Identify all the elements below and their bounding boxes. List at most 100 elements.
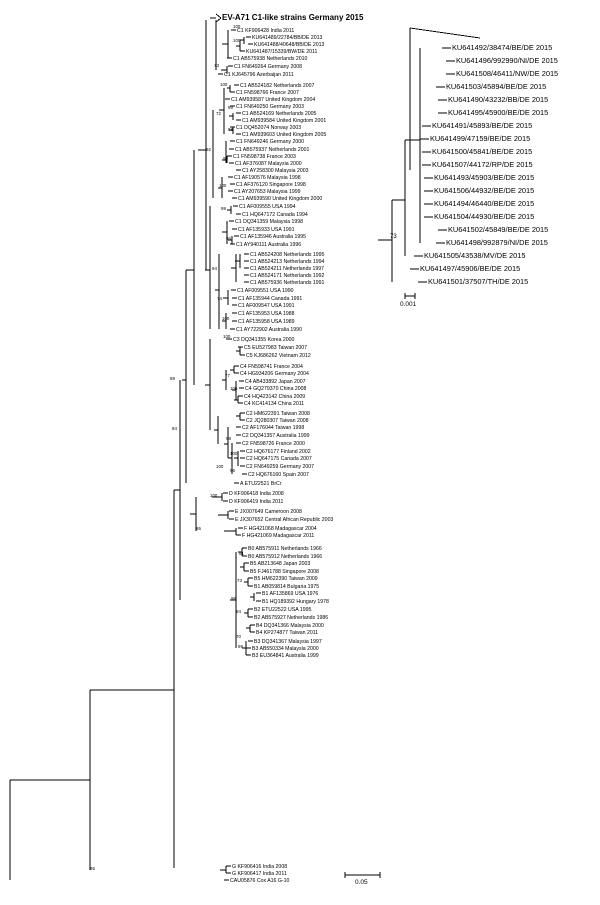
inset-leaf-label: KU641497/45906/BE/DE 2015 [420, 264, 520, 273]
leaf-label: A ETU22521 BrCr [240, 481, 282, 487]
leaf-label: B1 AB059814 Bulgaria 1975 [254, 584, 319, 590]
bootstrap-value: 96 [226, 236, 231, 241]
leaf-label: C2 AF176044 Taiwan 1998 [242, 425, 304, 431]
leaf-label: B3 EU364841 Australia 1999 [252, 653, 319, 659]
leaf-label: C1 AB524208 Netherlands 1995 [250, 252, 325, 258]
leaf-label: KU641488/40648/BB/DE 2013 [254, 42, 324, 48]
inset-leaf-label: KU641498/992879/NI/DE 2015 [446, 238, 548, 247]
leaf-label: C1 AY722902 Australia 1990 [236, 327, 302, 333]
leaf-label: B3 DQ341367 Malaysia 1997 [254, 639, 322, 645]
leaf-label: C1 AF135944 Canada 1991 [238, 296, 302, 302]
inset-leaf-label: KU641503/45894/BE/DE 2015 [446, 82, 546, 91]
inset-leaf-label: KU641501/37507/TH/DE 2015 [428, 277, 528, 286]
leaf-label: B0 AB575912 Netherlands 1966 [248, 554, 322, 560]
inset-leaf-label: KU641507/44172/RP/DE 2015 [432, 160, 533, 169]
bootstrap-value: 99 [228, 105, 233, 110]
bootstrap-value: 72 [216, 111, 221, 116]
leaf-label: C1 HQ647172 Canada 1994 [242, 212, 308, 218]
leaf-label: C1 AB575937 Netherlands 2001 [235, 147, 310, 153]
leaf-label: C1 AM939603 United Kingdom 2005 [242, 132, 326, 138]
leaf-label: B0 AB575911 Netherlands 1966 [248, 546, 322, 552]
leaf-label: C5 EU527983 Taiwan 2007 [244, 345, 307, 351]
inset-leaf-label: KU641493/45903/BE/DE 2015 [434, 173, 534, 182]
leaf-label: G KF906416 India 2008 [232, 864, 287, 870]
leaf-label: C1 AF190576 Malaysia 1998 [234, 175, 301, 181]
leaf-label: C1 AB524211 Netherlands 1997 [250, 266, 324, 272]
leaf-label: F HG421068 Madagascar 2004 [244, 526, 317, 532]
leaf-label: C1 AF376087 Malaysia 2000 [235, 161, 302, 167]
leaf-label: C1 AF135953 USA 1988 [238, 311, 295, 317]
leaf-label: C1 AM939587 United Kingdom 2004 [231, 97, 315, 103]
inset-scale-label: 0.001 [400, 301, 417, 308]
inset-leaf-label: KU641496/992990/NI/DE 2015 [456, 56, 558, 65]
bootstrap-value: 84 [172, 426, 177, 431]
leaf-label: D KF906418 India 2008 [229, 491, 284, 497]
leaf-label: B4 DQ341366 Malaysia 2000 [256, 623, 324, 629]
leaf-label: C2 FN649259 Germany 2007 [246, 464, 314, 470]
leaf-label: B4 KP274877 Taiwan 2011 [256, 630, 318, 636]
bootstrap-value: 73 [237, 578, 242, 583]
leaf-label: D KF906419 India 2011 [229, 499, 284, 505]
leaf-label: KU641489/22784/BB/DE 2013 [252, 35, 322, 41]
leaf-label: C1 KF906428 India 2011 [237, 28, 294, 34]
leaf-label: C2 HM622391 Taiwan 2008 [246, 411, 310, 417]
inset-leaf-label: KU641495/45900/BE/DE 2015 [448, 108, 548, 117]
leaf-label: E JX307652 Central African Republic 2003 [235, 517, 333, 523]
leaf-label: C3 DQ341355 Korea 2000 [233, 337, 295, 343]
leaf-label: C1 AF135933 USA 1991 [238, 227, 295, 233]
inset-leaf-label: KU641502/45849/BE/DE 2015 [448, 225, 548, 234]
leaf-label: C1 AF135958 USA 1989 [238, 319, 295, 325]
leaf-label: C1 FN598766 France 2007 [236, 90, 299, 96]
leaf-label: C2 DQ341357 Australia 1999 [242, 433, 310, 439]
leaf-label: B1 AF135869 USA 1976 [262, 591, 318, 597]
inset-leaf-label: KU641490/43232/BB/DE 2015 [448, 95, 548, 104]
leaf-label: C1 AF135946 Australia 1995 [240, 234, 306, 240]
leaf-label: C4 KC414134 China 2011 [244, 401, 304, 407]
leaf-label: C1 AB524182 Netherlands 2007 [240, 83, 315, 89]
leaf-label: C1 AF009547 USA 1991 [238, 303, 295, 309]
bootstrap-value: 93 [228, 127, 233, 132]
inset-leaf-label: KU641494/46440/BE/DE 2015 [434, 199, 534, 208]
leaf-label: C1 AF009555 USA 1994 [239, 204, 296, 210]
leaf-label: C1 AF376120 Singapore 1998 [236, 182, 306, 188]
bootstrap-value: 92 [206, 147, 211, 152]
tree-title: EV-A71 C1-like strains Germany 2015 [222, 13, 364, 22]
bootstrap-value: 70 [236, 634, 241, 639]
leaf-label: B5 HM622390 Taiwan 2009 [254, 576, 318, 582]
leaf-label: C1 AY207653 Malaysia 1999 [234, 189, 301, 195]
bootstrap-value: 96 [231, 596, 236, 601]
bootstrap-value: 73 [214, 63, 219, 68]
bootstrap-value: 88 [170, 376, 175, 381]
bootstrap-value: 98 [226, 436, 231, 441]
leaf-label: C4 GQ279370 China 2008 [245, 386, 307, 392]
leaf-label: C1 AB575936 Netherlands 1991 [250, 280, 325, 286]
bootstrap-value: 94 [212, 266, 217, 271]
bootstrap-value: 100 [230, 386, 238, 391]
leaf-label: C2 JQ280307 Taiwan 2008 [246, 418, 309, 424]
leaf-label: B1 HQ189392 Hungary 1978 [262, 599, 329, 605]
leaf-label: B2 AB575927 Netherlands 1986 [254, 615, 328, 621]
bootstrap-value: 100 [222, 316, 230, 321]
leaf-label: C4 HQ423142 China 2009 [244, 394, 305, 400]
title-arrow [215, 17, 222, 23]
leaf-label: G KF906417 India 2011 [232, 871, 287, 877]
leaf-label: CAU05876 Cox A16 G-10 [230, 878, 290, 884]
bootstrap-value: 99 [221, 206, 226, 211]
leaf-label: C4 FN598741 France 2004 [240, 364, 303, 370]
bootstrap-value: 81 [239, 551, 244, 556]
leaf-label: C4 HG934206 Germany 2004 [240, 371, 309, 377]
leaf-label: C1 FN598738 France 2003 [233, 154, 296, 160]
bootstrap-value: 100 [223, 334, 231, 339]
inset-bootstrap-value: 73 [390, 234, 397, 240]
inset-leaf-label: KU641500/45841/BE/DE 2015 [432, 147, 532, 156]
leaf-label: C1 KJ645796 Azerbaijan 2011 [224, 72, 294, 78]
leaf-label: C2 HQ676160 Spain 2007 [248, 472, 309, 478]
leaf-label: F HG421069 Madagascar 2011 [242, 533, 314, 539]
bootstrap-value: 86 [196, 526, 201, 531]
leaf-label: C4 AB433892 Japan 2007 [245, 379, 306, 385]
bootstrap-value: 100 [210, 493, 218, 498]
zoom-connector [409, 27, 481, 39]
leaf-label: C1 AB575938 Netherlands 2010 [233, 56, 308, 62]
leaf-label: C1 AM939590 United Kingdom 2000 [238, 196, 322, 202]
